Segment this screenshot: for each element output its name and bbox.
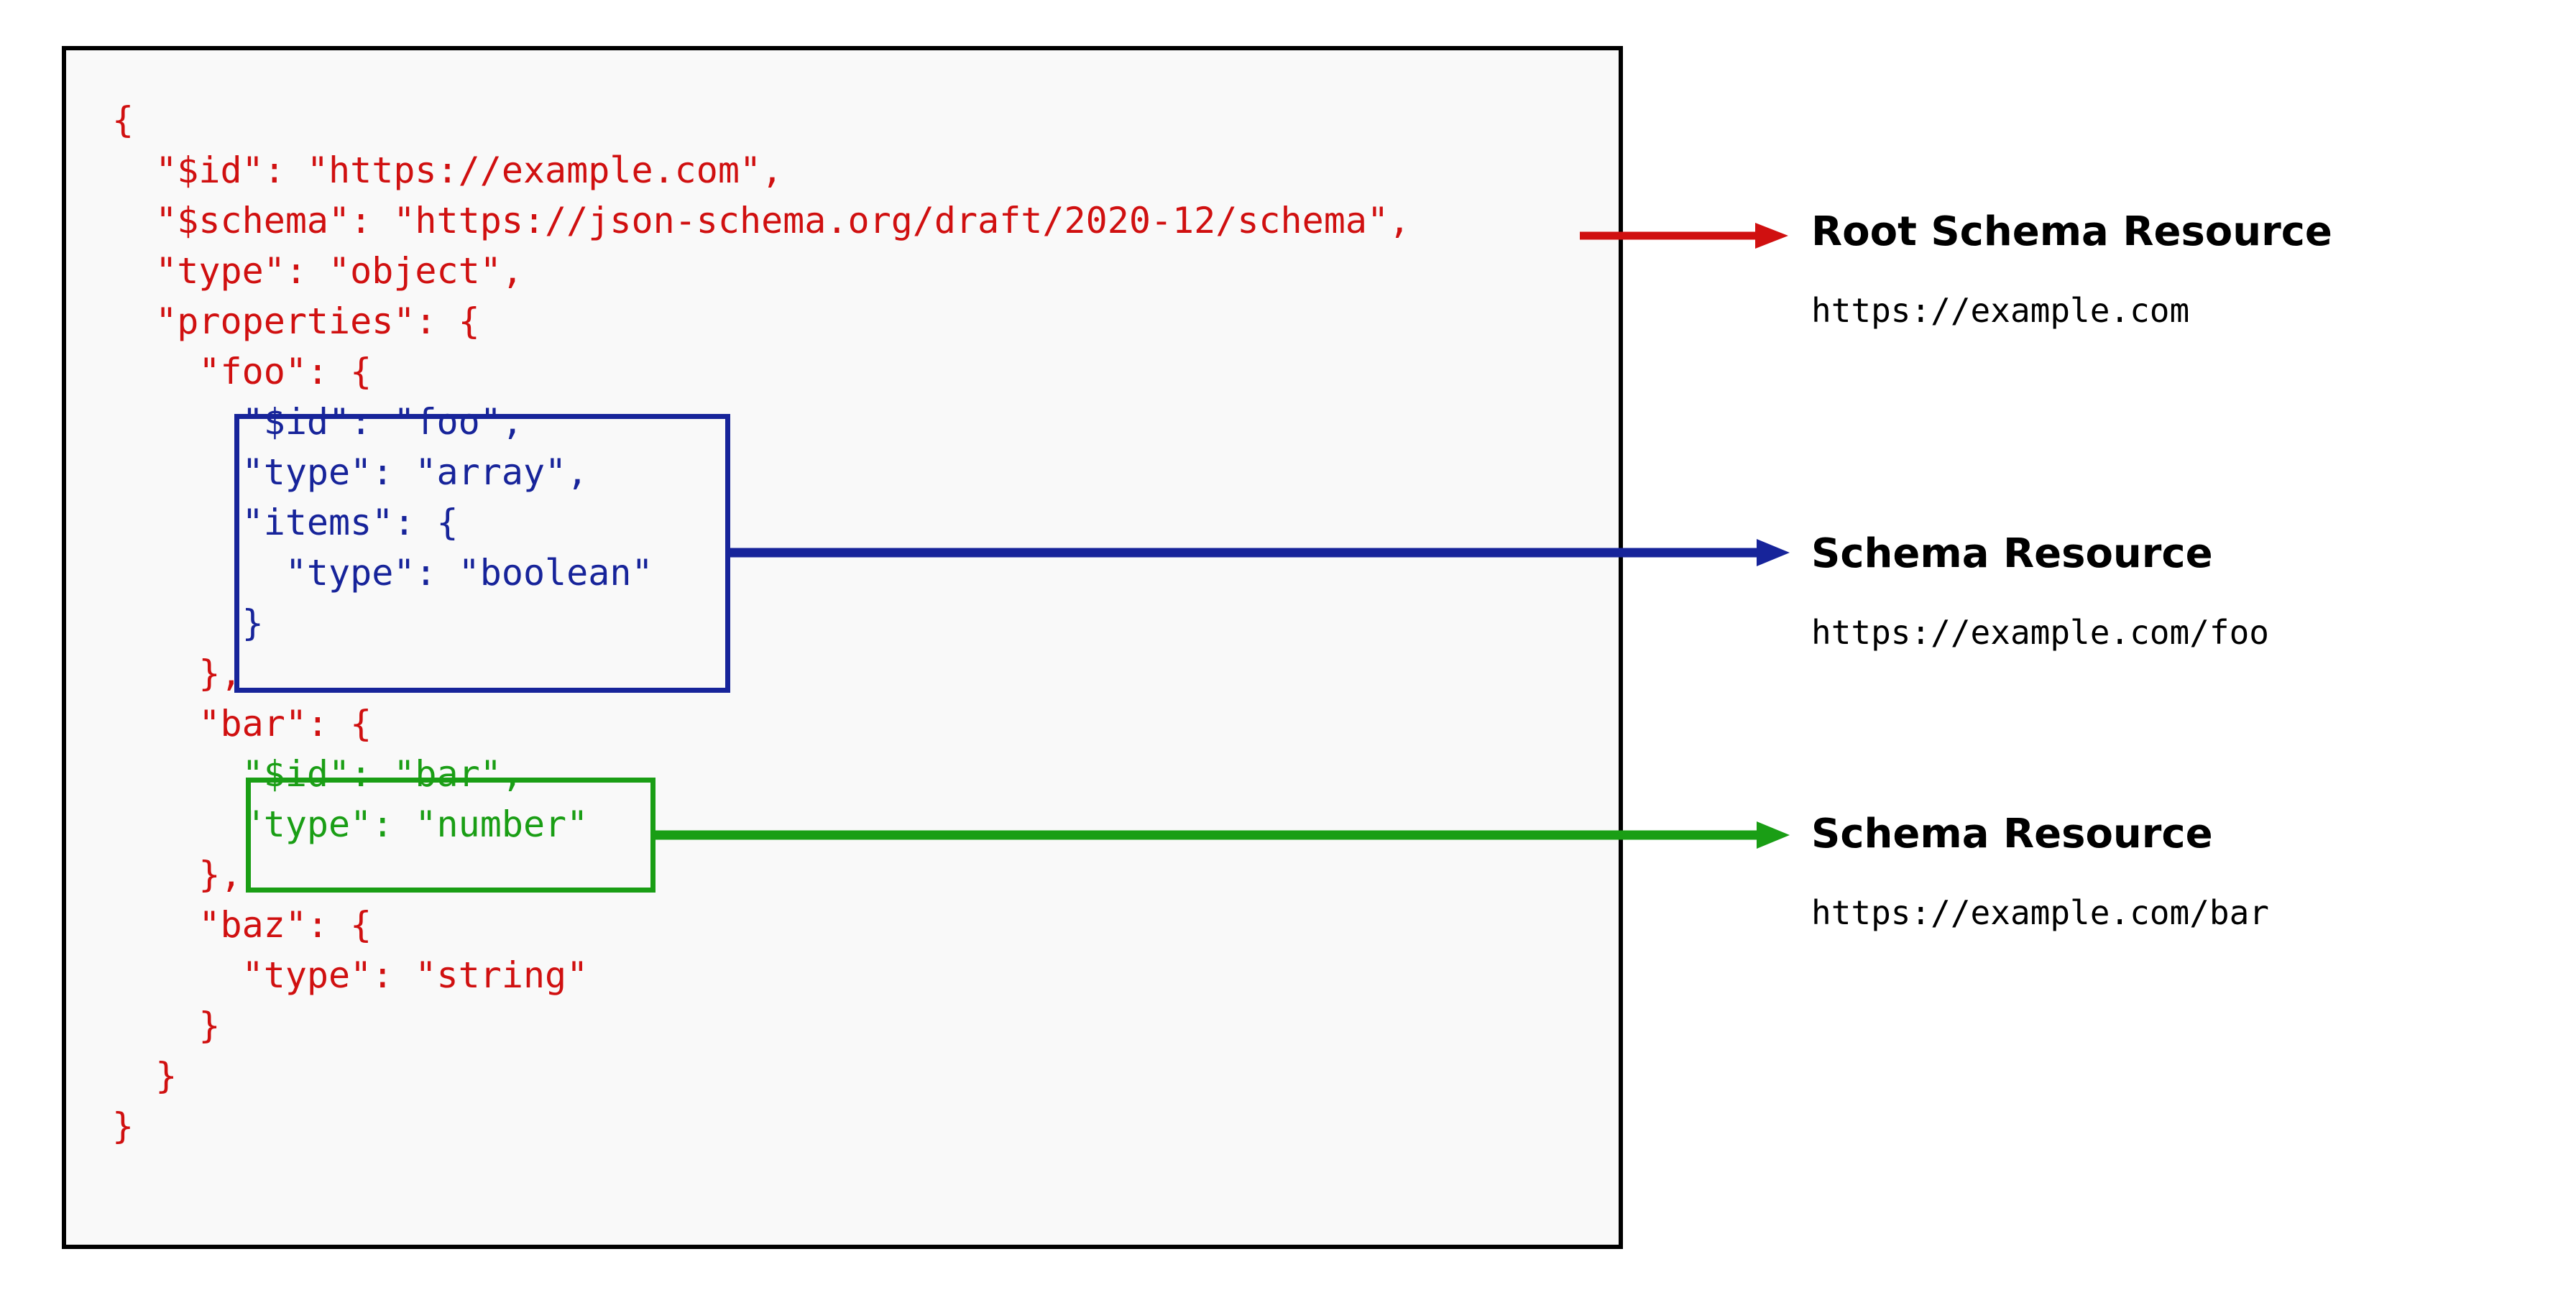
- code-line-4: "type": "object",: [112, 250, 523, 292]
- annotation-foo-title: Schema Resource: [1811, 530, 2213, 577]
- code-line-17: "baz": {: [112, 904, 372, 946]
- annotation-root-title: Root Schema Resource: [1811, 208, 2332, 255]
- code-line-7: "$id": "foo",: [112, 401, 523, 443]
- annotation-foo-schema: Schema Resource https://example.com/foo: [1811, 530, 2269, 653]
- code-line-6: "foo": {: [112, 351, 372, 392]
- code-line-19: }: [112, 1005, 221, 1046]
- annotation-root-schema: Root Schema Resource https://example.com: [1811, 208, 2332, 331]
- json-schema-code: { "$id": "https://example.com", "$schema…: [112, 95, 1410, 1151]
- code-line-1: {: [112, 99, 134, 141]
- code-line-15: "type": "number": [112, 803, 589, 845]
- code-line-2: "$id": "https://example.com",: [112, 149, 783, 191]
- code-line-20: }: [112, 1055, 178, 1097]
- code-line-9: "items": {: [112, 502, 459, 543]
- code-line-14: "$id": "bar",: [112, 753, 523, 795]
- annotation-foo-uri: https://example.com/foo: [1811, 613, 2269, 652]
- code-line-8: "type": "array",: [112, 451, 589, 493]
- bar-schema-arrow: [651, 821, 1790, 849]
- code-line-10: "type": "boolean": [112, 552, 653, 594]
- code-line-3: "$schema": "https://json-schema.org/draf…: [112, 200, 1411, 241]
- code-line-13: "bar": {: [112, 703, 372, 745]
- json-schema-code-panel: { "$id": "https://example.com", "$schema…: [62, 46, 1623, 1249]
- code-line-11: }: [112, 602, 264, 644]
- code-line-16: },: [112, 854, 242, 895]
- root-schema-arrow: [1580, 221, 1788, 250]
- code-line-5: "properties": {: [112, 300, 480, 342]
- annotation-bar-title: Schema Resource: [1811, 811, 2213, 857]
- code-line-12: },: [112, 653, 242, 694]
- annotation-bar-uri: https://example.com/bar: [1811, 893, 2269, 932]
- annotation-bar-schema: Schema Resource https://example.com/bar: [1811, 811, 2269, 933]
- code-line-18: "type": "string": [112, 954, 589, 996]
- code-line-21: }: [112, 1105, 134, 1147]
- foo-schema-arrow: [726, 538, 1790, 567]
- annotation-root-uri: https://example.com: [1811, 291, 2190, 330]
